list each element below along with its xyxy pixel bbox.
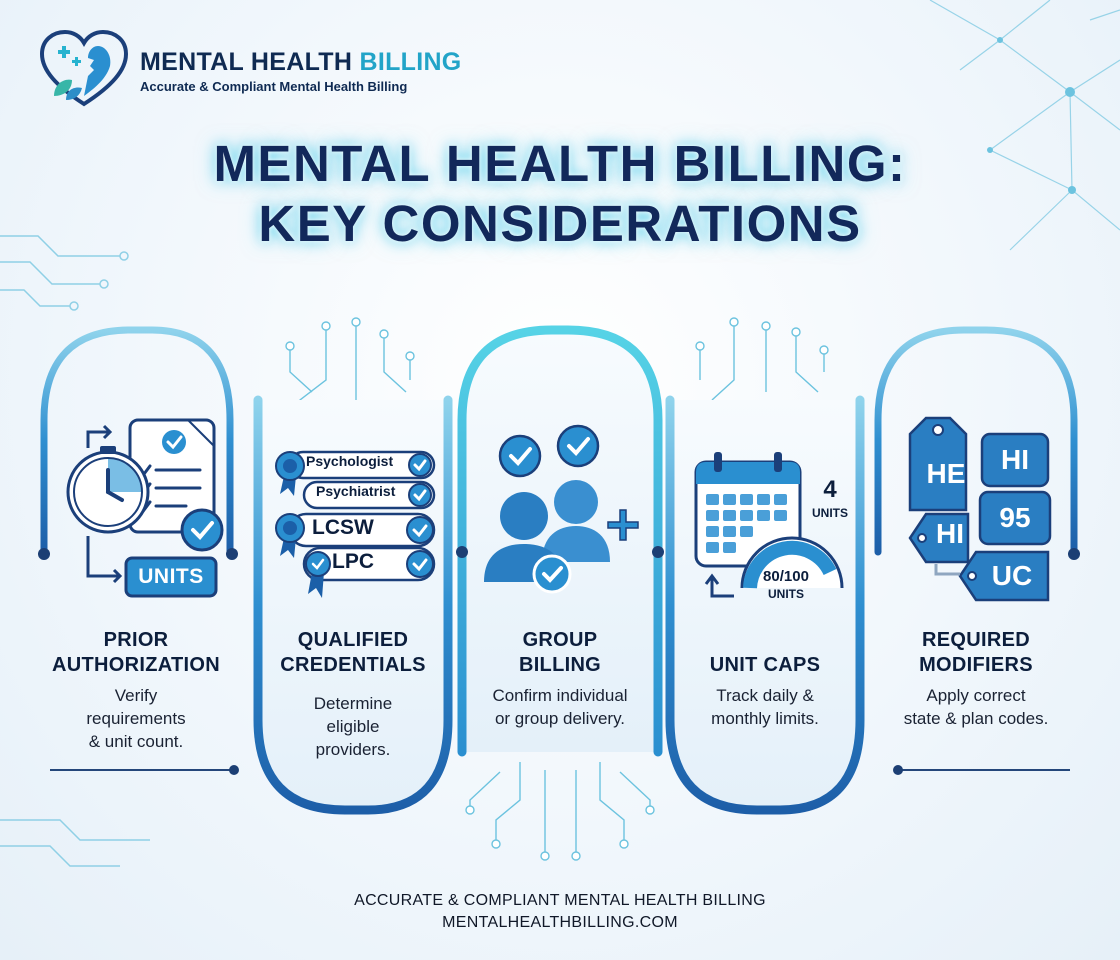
modifier-tag-hi-1: HI (1001, 444, 1029, 475)
card-title: GROUP BILLING (518, 629, 602, 676)
credential-label-3: LCSW (312, 516, 374, 539)
card-title: QUALIFIED CREDENTIALS (280, 629, 426, 676)
card-required-modifiers: REQUIRED MODIFIERS Apply correct state &… (878, 628, 1074, 730)
card-title: UNIT CAPS (709, 654, 821, 676)
modifier-tag-95: 95 (999, 502, 1031, 533)
credential-label-4: LPC (332, 550, 374, 573)
gauge-label: UNITS (768, 587, 804, 601)
daily-units-value: 4 (823, 476, 837, 503)
card-prior-authorization: PRIOR AUTHORIZATION Verify requirements … (38, 628, 234, 753)
brand-tagline: Accurate & Compliant Mental Health Billi… (140, 79, 408, 94)
card-outline-5 (874, 326, 1080, 775)
page-title-line-1: MENTAL HEALTH BILLING: (213, 135, 907, 192)
group-users-icon (480, 424, 640, 594)
card-group-billing: GROUP BILLING Confirm individual or grou… (462, 628, 658, 730)
gauge-value: 80/100 (763, 568, 809, 585)
brand: MENTAL HEALTH BILLING Accurate & Complia… (140, 48, 462, 94)
card-title: PRIOR AUTHORIZATION (52, 629, 220, 676)
units-badge: UNITS (138, 565, 204, 588)
daily-units-label: UNITS (812, 506, 848, 520)
brand-logo (36, 26, 132, 112)
credential-label-2: Psychiatrist (316, 483, 396, 499)
modifier-tag-hi-2: HI (936, 518, 964, 549)
card-description: Confirm individual or group delivery. (492, 686, 628, 728)
card-description: Verify requirements & unit count. (86, 686, 186, 751)
footer: ACCURATE & COMPLIANT MENTAL HEALTH BILLI… (0, 890, 1120, 934)
card-description: Track daily & monthly limits. (711, 686, 819, 728)
page-title-line-2: KEY CONSIDERATIONS (258, 195, 862, 252)
circuit-traces-left (0, 235, 120, 307)
modifier-tag-uc: UC (991, 560, 1033, 591)
card-outline-1 (38, 326, 239, 775)
card-title: REQUIRED MODIFIERS (919, 629, 1033, 676)
clock-document-icon (62, 412, 232, 602)
modifier-tags-icon (906, 414, 1056, 604)
card-qualified-credentials: QUALIFIED CREDENTIALS Determine eligible… (255, 628, 451, 761)
card-unit-caps: UNIT CAPS Track daily & monthly limits. (667, 653, 863, 730)
footer-website: MENTALHEALTHBILLING.COM (442, 914, 678, 931)
page-title: MENTAL HEALTH BILLING: KEY CONSIDERATION… (0, 134, 1120, 254)
modifier-tag-he: HE (926, 458, 966, 489)
footer-tagline: ACCURATE & COMPLIANT MENTAL HEALTH BILLI… (354, 892, 766, 909)
credentials-icon (274, 448, 438, 602)
calendar-gauge-icon (692, 448, 852, 608)
card-description: Determine eligible providers. (313, 694, 393, 759)
card-description: Apply correct state & plan codes. (903, 686, 1049, 728)
brand-name-prefix: MENTAL HEALTH (140, 48, 360, 76)
brand-name: MENTAL HEALTH BILLING (140, 48, 462, 77)
credential-label-1: Psychologist (306, 453, 394, 469)
brand-name-highlight: BILLING (359, 48, 462, 76)
